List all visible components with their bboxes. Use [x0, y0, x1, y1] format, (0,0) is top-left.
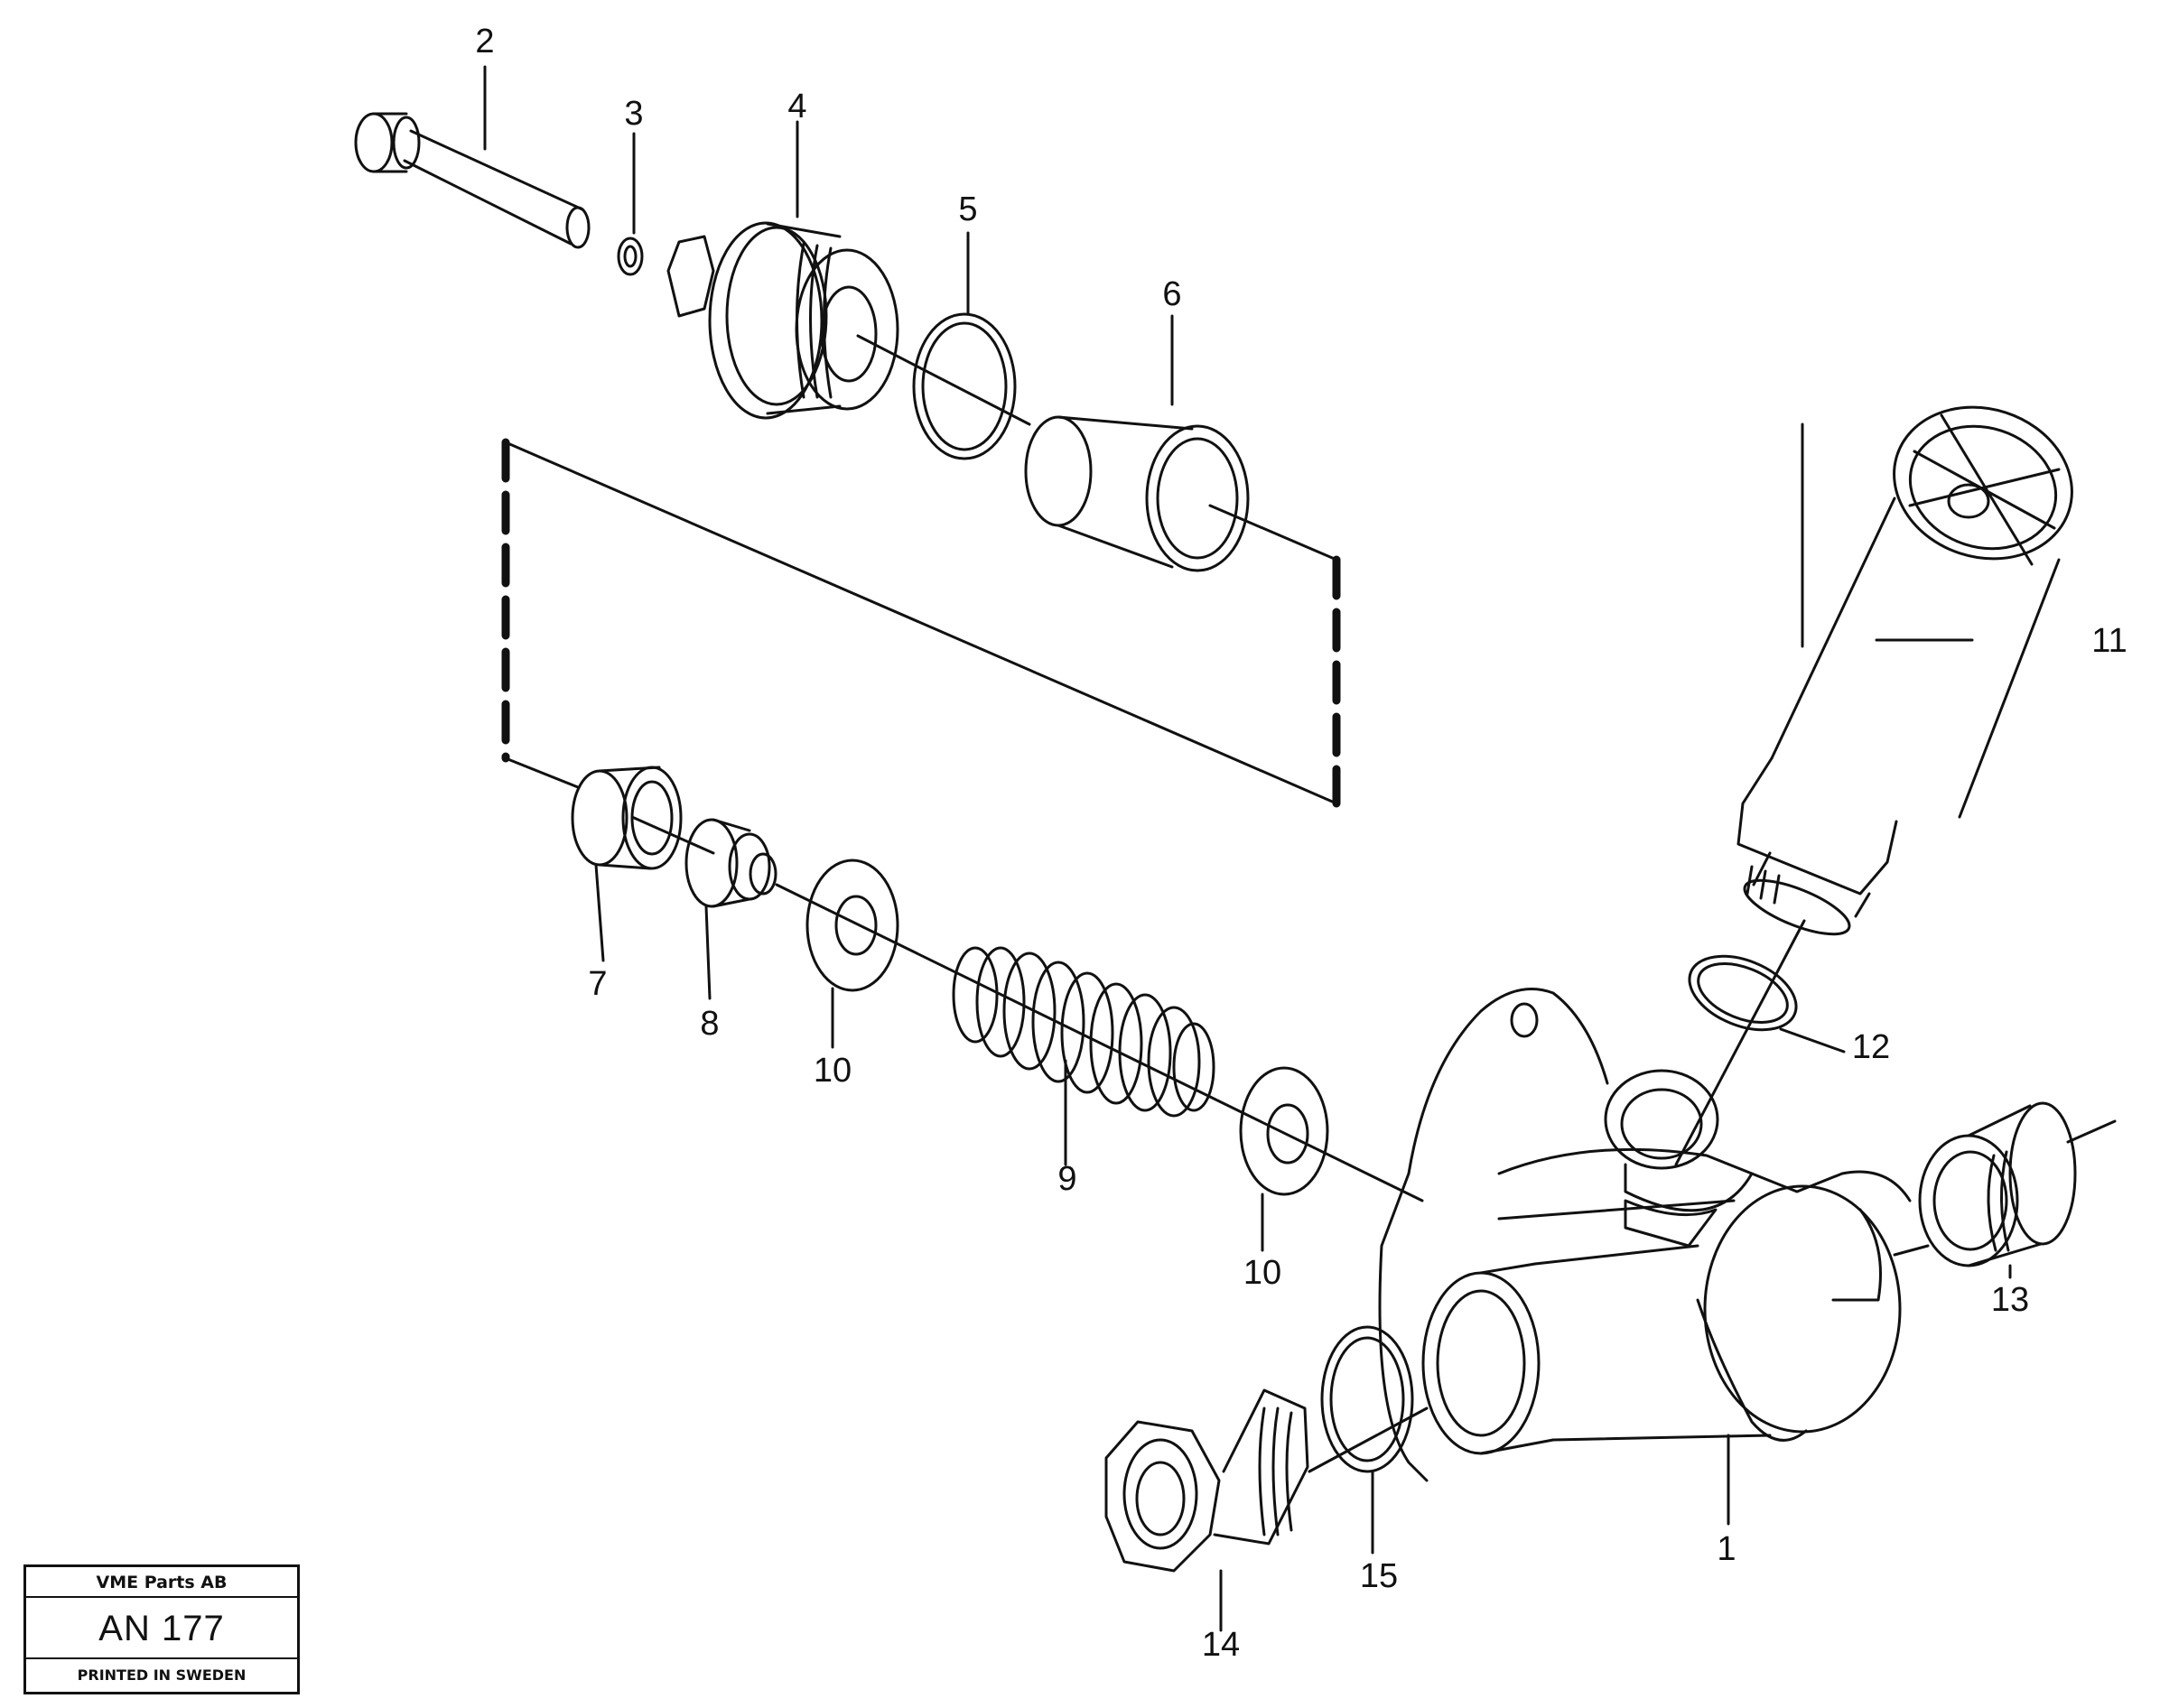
part-2-bolt [354, 112, 591, 249]
callout-1: 1 [1717, 1530, 1736, 1568]
callout-10-right: 10 [1243, 1254, 1281, 1292]
axis-line-upper [856, 334, 1338, 562]
part-9-spring [952, 946, 1215, 1118]
callout-14: 14 [1202, 1626, 1240, 1664]
callout-8: 8 [700, 1005, 719, 1043]
callout-12: 12 [1852, 1028, 1890, 1066]
axis-line-fitting [1308, 1406, 1429, 1473]
part-6-sleeve [1024, 415, 1250, 572]
callout-4: 4 [787, 88, 806, 125]
callout-6: 6 [1162, 275, 1181, 313]
callout-15: 15 [1360, 1557, 1398, 1595]
part-14-fitting [1104, 1388, 1309, 1573]
part-13-plug [1893, 1101, 2117, 1267]
part-8-valve [684, 818, 777, 908]
callout-3: 3 [624, 95, 643, 133]
callout-labels: 1 2 3 4 5 6 7 8 9 10 10 11 12 13 14 15 [475, 23, 2127, 1664]
callout-11: 11 [2091, 622, 2127, 660]
part-15-seal-ring [1320, 1325, 1414, 1473]
axis-line-lower [630, 815, 1424, 1202]
title-block: VME Parts AB AN 177 PRINTED IN SWEDEN [23, 1564, 300, 1694]
callout-5: 5 [958, 190, 977, 228]
part-10-washer-left [805, 859, 899, 992]
callout-10-left: 10 [814, 1052, 852, 1090]
part-4-threaded-plug [666, 221, 899, 420]
part-3-washer [617, 237, 644, 276]
part-5-o-ring [912, 312, 1017, 460]
part-12-o-ring [1688, 954, 1798, 1032]
part-1-pump-body [1378, 988, 1912, 1482]
part-7-seal-ring [571, 766, 683, 870]
part-10-washer-right [1239, 1066, 1329, 1196]
printed-in-label: PRINTED IN SWEDEN [77, 1666, 247, 1684]
company-name: VME Parts AB [26, 1567, 297, 1598]
continuation-bracket [501, 438, 1341, 808]
callout-7: 7 [588, 965, 607, 1003]
callout-2: 2 [475, 23, 494, 60]
callout-13: 13 [1991, 1281, 2029, 1319]
callout-9: 9 [1057, 1160, 1076, 1198]
leader-lines [483, 65, 2012, 1632]
drawing-code: AN 177 [26, 1598, 297, 1659]
part-11-hand-primer [1736, 405, 2073, 936]
axis-line-primer [1674, 919, 1806, 1166]
